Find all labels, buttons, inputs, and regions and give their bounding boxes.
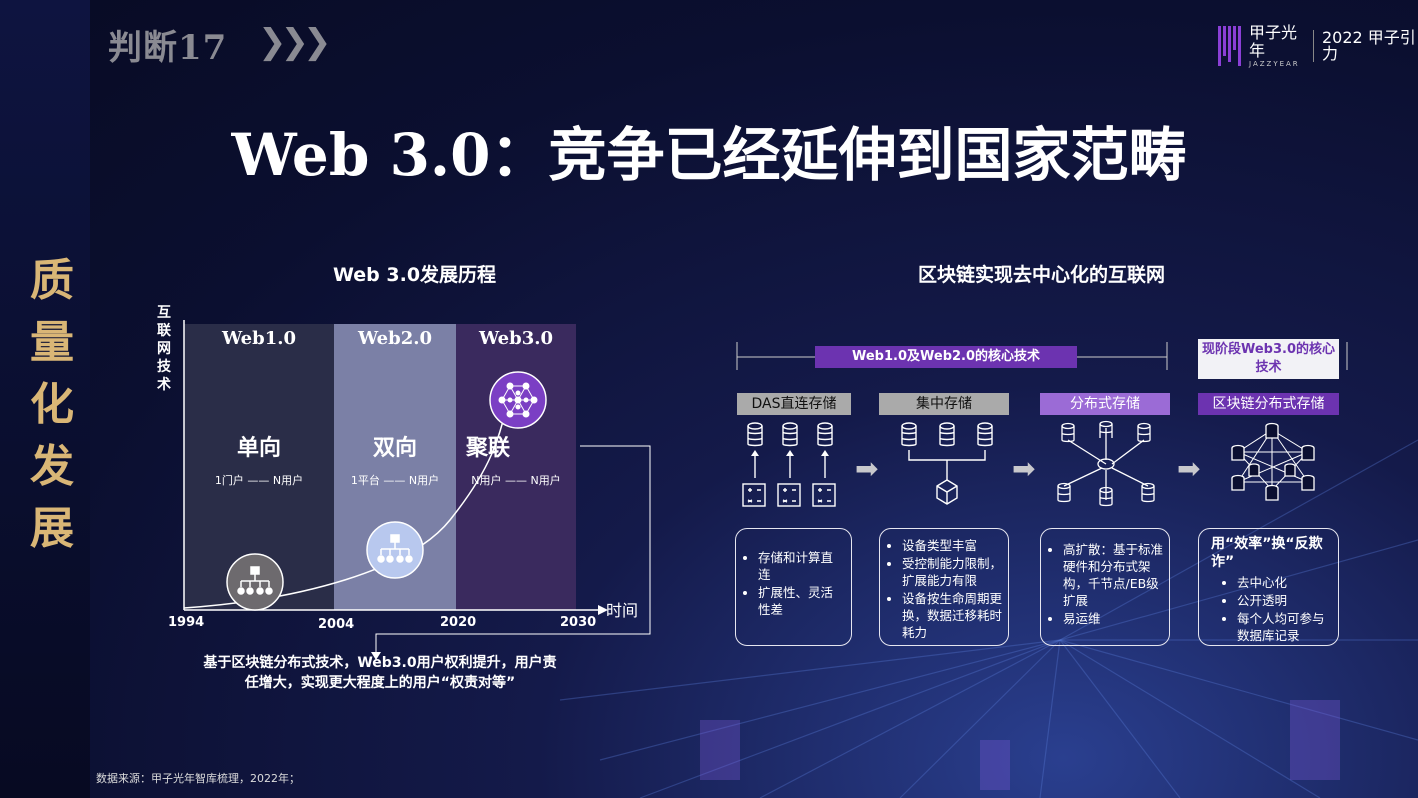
- hierarchy-web2-icon: [366, 521, 424, 579]
- point: 公开透明: [1237, 592, 1332, 609]
- hierarchy-web1-icon: [226, 553, 284, 611]
- point: 去中心化: [1237, 574, 1332, 591]
- point: 扩展性、灵活性差: [758, 584, 845, 618]
- right-panel-title: 区块链实现去中心化的互联网: [918, 264, 1166, 286]
- stage-distributed-label: 分布式存储: [1040, 393, 1170, 415]
- year-2004: 2004: [318, 617, 355, 632]
- brand-logo: 甲子光年 JAZZYEAR 2022 甲子引力: [1218, 23, 1418, 68]
- point: 存储和计算直连: [758, 549, 845, 583]
- column-relation: N用户 —— N用户: [471, 474, 561, 487]
- column-mode: 聚联: [465, 436, 510, 461]
- logo-bars-icon: [1218, 26, 1241, 66]
- column-relation: 1门户 —— N用户: [214, 474, 304, 487]
- year-2020: 2020: [440, 615, 477, 630]
- chevrons-decoration: ❯❯❯: [258, 22, 332, 62]
- blockchain-storage-icon: [1231, 422, 1315, 501]
- slide-number-badge: 判断17: [108, 28, 228, 68]
- distributed-storage-icon: [1057, 420, 1155, 507]
- legacy-tech-header: Web1.0及Web2.0的核心技术: [815, 346, 1077, 368]
- logo-event: 2022 甲子引力: [1312, 30, 1418, 62]
- header-bracket-lines: [736, 342, 1348, 370]
- point: 每个人均可参与数据库记录: [1237, 610, 1332, 644]
- arrow-right-icon: ➡: [1177, 452, 1201, 485]
- point: 高扩散：基于标准硬件和分布式架构，千节点/EB级扩展: [1063, 541, 1163, 609]
- column-relation: 1平台 —— N用户: [350, 474, 440, 487]
- stage-das-label: DAS直连存储: [737, 393, 851, 415]
- left-panel-title: Web 3.0发展历程: [333, 264, 497, 286]
- arrow-right-icon: ➡: [1012, 452, 1036, 485]
- column-label: Web3.0: [478, 328, 554, 349]
- stage-central-box: 设备类型丰富 受控制能力限制，扩展能力有限 设备按生命周期更换，数据迁移耗时耗力: [879, 528, 1009, 646]
- column-mode: 单向: [236, 436, 281, 461]
- stage-blockchain-label: 区块链分布式存储: [1198, 393, 1339, 415]
- x-axis-label: 时间: [606, 601, 639, 620]
- stage-central-label: 集中存储: [879, 393, 1009, 415]
- point: 设备按生命周期更换，数据迁移耗时耗力: [902, 590, 1002, 641]
- timeline-caption: 基于区块链分布式技术，Web3.0用户权利提升，用户责任增大，实现更大程度上的用…: [203, 655, 557, 691]
- mesh-network-icon: [489, 371, 547, 429]
- stage-das-box: 存储和计算直连 扩展性、灵活性差: [735, 528, 852, 646]
- column-label: Web1.0: [221, 328, 297, 349]
- point: 受控制能力限制，扩展能力有限: [902, 555, 1002, 589]
- stage-distributed-box: 高扩散：基于标准硬件和分布式架构，千节点/EB级扩展 易运维: [1040, 528, 1170, 646]
- side-vertical-title: 质量化发展: [30, 255, 74, 554]
- left-sidebar-band: [0, 0, 90, 798]
- stage-blockchain-lead: 用“效率”换“反欺诈”: [1211, 536, 1323, 570]
- logo-subtitle: JAZZYEAR: [1249, 60, 1300, 68]
- stage-blockchain-box: 用“效率”换“反欺诈” 去中心化 公开透明 每个人均可参与数据库记录: [1198, 528, 1339, 646]
- column-label: Web2.0: [357, 328, 433, 349]
- logo-name: 甲子光年: [1249, 23, 1298, 60]
- point: 易运维: [1063, 610, 1163, 627]
- page-title: Web 3.0：竞争已经延伸到国家范畴: [231, 121, 1187, 189]
- year-1994: 1994: [168, 615, 205, 630]
- central-storage-icon: [901, 422, 993, 505]
- das-storage-icon: [742, 422, 836, 507]
- year-2030: 2030: [560, 615, 597, 630]
- current-tech-header: 现阶段Web3.0的核心技术: [1198, 339, 1339, 379]
- y-axis-label: 互联网技术: [157, 305, 171, 393]
- data-source-note: 数据来源：甲子光年智库梳理，2022年；: [96, 772, 300, 785]
- point: 设备类型丰富: [902, 537, 1002, 554]
- column-mode: 双向: [372, 436, 417, 461]
- column-web1: Web1.0 单向 1门户 —— N用户: [184, 324, 334, 610]
- timeline-diagram: [183, 320, 651, 660]
- arrow-right-icon: ➡: [855, 452, 879, 485]
